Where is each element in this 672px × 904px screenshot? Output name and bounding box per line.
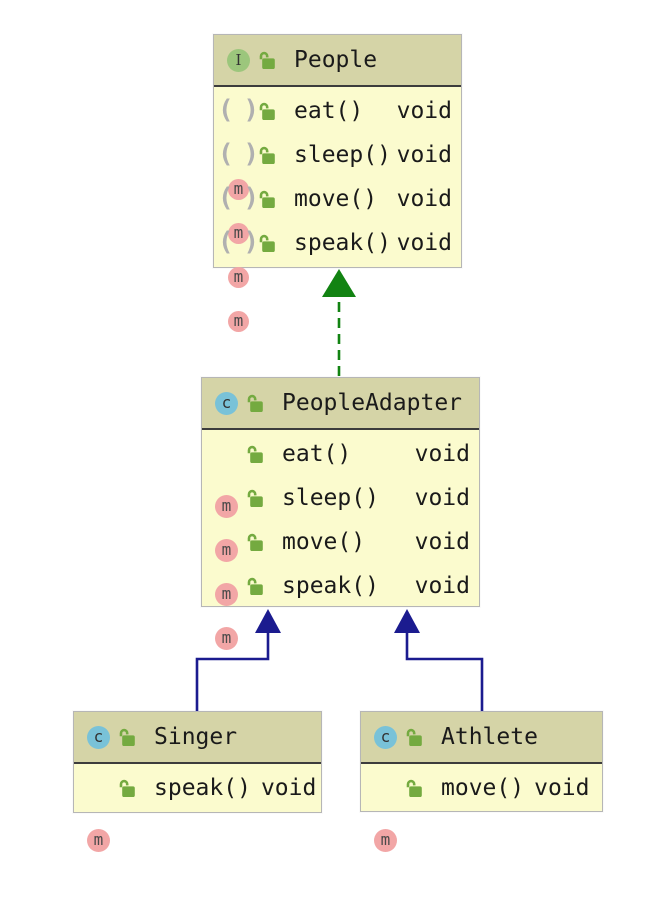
method-return-type: void xyxy=(534,775,590,801)
method-name: eat() xyxy=(294,98,364,124)
node-members: ( m ) eat() void ( m ) xyxy=(214,87,461,332)
method-return-type: void xyxy=(260,775,317,801)
node-title: Singer xyxy=(154,724,238,750)
public-lock-icon xyxy=(259,102,275,120)
method-return-type: void xyxy=(396,230,452,256)
node-members: m speak() void xyxy=(74,764,321,852)
public-lock-icon xyxy=(406,779,422,797)
method-icon: m xyxy=(215,443,238,518)
public-lock-icon xyxy=(259,190,275,208)
class-icon: c xyxy=(87,725,110,749)
method-icon: m xyxy=(215,531,238,606)
method-row[interactable]: m sleep() void xyxy=(202,476,479,562)
method-icon: m xyxy=(215,487,238,562)
generalization-edge-singer-to-peopleadapter[interactable] xyxy=(195,609,281,711)
class-node-people[interactable]: I People ( m ) eat() void xyxy=(213,34,462,332)
method-name: move() xyxy=(294,186,378,212)
uml-diagram-canvas: I People ( m ) eat() void xyxy=(73,34,603,852)
method-row[interactable]: m speak() void xyxy=(74,766,321,852)
class-node-singer[interactable]: c Singer m speak() void xyxy=(73,711,322,852)
method-name: sleep() xyxy=(282,485,379,511)
public-lock-icon xyxy=(119,779,135,797)
method-return-type: void xyxy=(414,529,470,555)
method-return-type: void xyxy=(414,573,470,599)
public-lock-icon xyxy=(259,51,275,69)
method-row[interactable]: m eat() void xyxy=(202,432,479,518)
public-lock-icon xyxy=(259,146,275,164)
public-lock-icon xyxy=(247,489,263,507)
method-name: speak() xyxy=(294,230,391,256)
method-name: move() xyxy=(441,775,525,801)
method-icon: m xyxy=(374,777,397,852)
method-name: speak() xyxy=(282,573,379,599)
interface-icon: I xyxy=(227,48,250,72)
abstract-method-icon: ( m ) xyxy=(218,138,259,244)
method-row[interactable]: m speak() void xyxy=(202,564,479,650)
method-return-type: void xyxy=(396,142,452,168)
generalization-edge-athlete-to-peopleadapter[interactable] xyxy=(394,609,484,711)
node-members: m eat() void m sleep() void xyxy=(202,430,479,650)
abstract-method-icon: ( m ) xyxy=(218,226,259,332)
method-return-type: void xyxy=(414,485,470,511)
class-icon: c xyxy=(215,391,238,415)
public-lock-icon xyxy=(406,728,422,746)
node-title: PeopleAdapter xyxy=(282,390,463,416)
public-lock-icon xyxy=(247,445,263,463)
method-name: sleep() xyxy=(294,142,391,168)
method-name: eat() xyxy=(282,441,352,467)
public-lock-icon xyxy=(259,234,275,252)
method-return-type: void xyxy=(414,441,470,467)
method-name: move() xyxy=(282,529,366,555)
method-row[interactable]: m move() void xyxy=(202,520,479,606)
method-row[interactable]: ( m ) move() void xyxy=(214,177,461,288)
method-icon: m xyxy=(87,777,110,852)
node-header: I People xyxy=(214,35,461,87)
method-row[interactable]: ( m ) eat() void xyxy=(214,89,461,200)
method-row[interactable]: ( m ) sleep() void xyxy=(214,133,461,244)
public-lock-icon xyxy=(247,577,263,595)
abstract-method-icon: ( m ) xyxy=(218,94,259,200)
node-title: Athlete xyxy=(441,724,538,750)
node-members: m move() void xyxy=(361,764,602,852)
node-header: c PeopleAdapter xyxy=(202,378,479,430)
class-icon: c xyxy=(374,725,397,749)
method-return-type: void xyxy=(396,186,452,212)
method-icon: m xyxy=(215,575,238,650)
edges-layer xyxy=(195,269,484,711)
method-return-type: void xyxy=(396,98,452,124)
method-row[interactable]: ( m ) speak() void xyxy=(214,221,461,332)
node-header: c Athlete xyxy=(361,712,602,764)
node-title: People xyxy=(294,47,378,73)
node-header: c Singer xyxy=(74,712,321,764)
public-lock-icon xyxy=(247,394,263,412)
public-lock-icon xyxy=(119,728,135,746)
method-row[interactable]: m move() void xyxy=(361,766,602,852)
class-node-athlete[interactable]: c Athlete m move() void xyxy=(360,711,603,852)
class-node-peopleadapter[interactable]: c PeopleAdapter m eat() void xyxy=(201,377,480,650)
abstract-method-icon: ( m ) xyxy=(218,182,259,288)
method-name: speak() xyxy=(154,775,251,801)
public-lock-icon xyxy=(247,533,263,551)
realization-edge-peopleadapter-to-people[interactable] xyxy=(322,269,356,376)
